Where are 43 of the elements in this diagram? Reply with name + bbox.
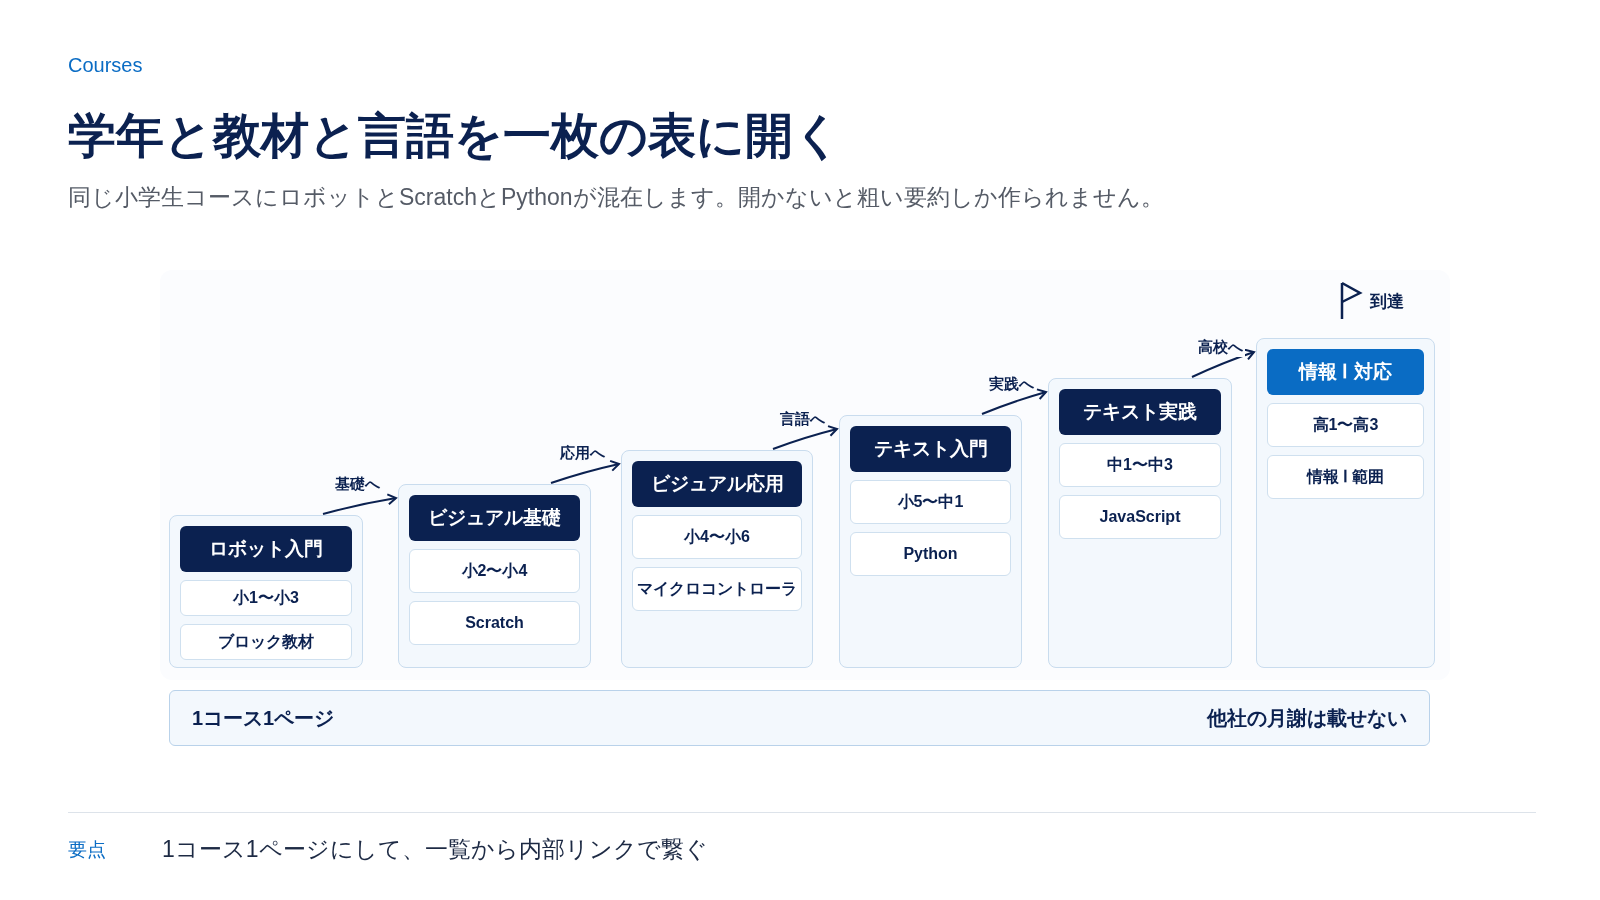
course-card — [169, 515, 363, 668]
arrow — [322, 493, 397, 515]
info-cell: 高1〜高3 — [1267, 403, 1424, 447]
course-header: テキスト入門 — [850, 426, 1011, 472]
goal-label: 到達 — [1370, 291, 1404, 313]
edge-label: 言語へ — [778, 410, 827, 429]
info-cell: Python — [850, 532, 1011, 576]
course-card — [621, 450, 813, 668]
edge-label: 高校へ — [1196, 338, 1245, 357]
summary-band — [169, 690, 1430, 746]
info-cell: 中1〜中3 — [1059, 443, 1221, 487]
course-header: ビジュアル応用 — [632, 461, 802, 507]
course-card — [1048, 378, 1232, 668]
info-cell: 小1〜小3 — [180, 580, 352, 616]
band-text: 他社の月謝は載せない — [1207, 706, 1407, 731]
course-card — [398, 484, 591, 668]
info-cell: Scratch — [409, 601, 580, 645]
section-label: Courses — [68, 53, 143, 78]
info-cell: 情報 Ⅰ 範囲 — [1267, 455, 1424, 499]
info-cell: JavaScript — [1059, 495, 1221, 539]
band-text: 1コース1ページ — [192, 706, 335, 731]
edge-label: 実践へ — [987, 375, 1036, 394]
title: 学年と教材と言語を一枚の表に開く — [68, 108, 842, 164]
course-card — [839, 415, 1022, 668]
course-card — [1256, 338, 1435, 668]
info-cell: マイクロコントローラ — [632, 567, 802, 611]
info-cell: 小2〜小4 — [409, 549, 580, 593]
course-header: 情報 Ⅰ 対応 — [1267, 349, 1424, 395]
arrow — [772, 425, 838, 450]
course-header: テキスト実践 — [1059, 389, 1221, 435]
course-header: ビジュアル基礎 — [409, 495, 580, 541]
arrow — [550, 459, 620, 484]
edge-label: 基礎へ — [332, 475, 382, 494]
info-cell: 小5〜中1 — [850, 480, 1011, 524]
subtitle: 同じ小学生コースにロボットとScratchとPythonが混在します。開かないと粗い要約しか作られません。 — [68, 183, 1164, 212]
arrow — [981, 388, 1047, 415]
key-point-text: 1コース1ページにして、一覧から内部リンクで繋ぐ — [162, 835, 708, 864]
edge-label: 応用へ — [558, 444, 607, 463]
info-cell: ブロック教材 — [180, 624, 352, 660]
arrow — [1191, 348, 1255, 378]
info-cell: 小4〜小6 — [632, 515, 802, 559]
key-point-label: 要点 — [68, 838, 106, 862]
course-header: ロボット入門 — [180, 526, 352, 572]
